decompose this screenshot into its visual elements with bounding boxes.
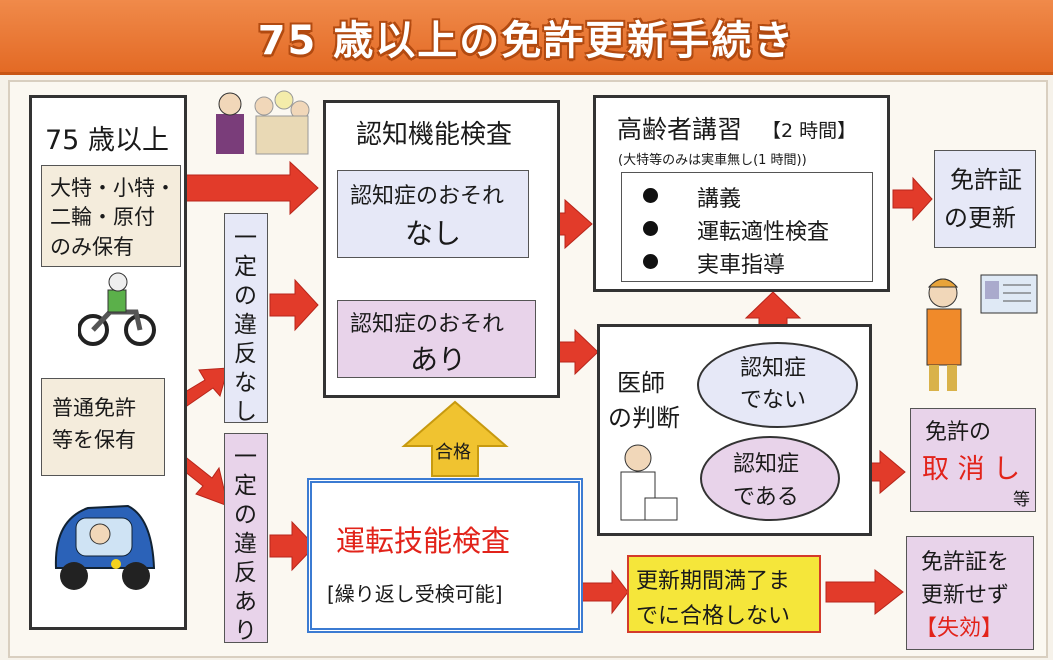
vertical-char: し bbox=[234, 399, 257, 425]
bullet-icon bbox=[643, 188, 658, 203]
dementia-line-2: である bbox=[733, 485, 799, 510]
group-a-line-3: のみ保有 bbox=[50, 235, 134, 259]
arrow-lecture-to-renewal bbox=[892, 176, 933, 222]
vertical-char: 一 bbox=[234, 225, 257, 251]
bullet-icon bbox=[643, 221, 658, 236]
cognitive-test-title: 認知機能検査 bbox=[356, 120, 513, 150]
expire-note-line-1: 更新期間満了ま bbox=[636, 569, 791, 594]
doctor-label-2: の判断 bbox=[608, 404, 680, 432]
lapse-line-3: 【失効】 bbox=[915, 616, 1004, 641]
bullet-icon bbox=[643, 254, 658, 269]
car-driver-illustration bbox=[54, 504, 156, 590]
driving-test-panel bbox=[307, 478, 583, 633]
arrow-violation-some-to-driving-test bbox=[269, 520, 316, 572]
arrow-driving-to-expire bbox=[580, 569, 629, 615]
group-b-box bbox=[41, 378, 165, 476]
lecture-title: 高齢者講習 bbox=[617, 115, 743, 144]
group-a-box bbox=[41, 165, 181, 267]
lecture-item-2: 運転適性検査 bbox=[697, 220, 830, 245]
lapse-line-1: 免許証を bbox=[921, 550, 1010, 575]
driving-test-title: 運転技能検査 bbox=[336, 524, 511, 558]
revoke-suffix: 等 bbox=[1013, 490, 1030, 510]
renewal-line-1: 免許証 bbox=[950, 166, 1022, 194]
lecture-items-box bbox=[621, 172, 873, 282]
vertical-char: 反 bbox=[234, 560, 257, 586]
lecture-item-1: 講義 bbox=[697, 187, 742, 212]
violation-none-box bbox=[224, 213, 268, 423]
renewal-box bbox=[934, 150, 1036, 248]
arrow-violation-none-to-cognitive bbox=[269, 278, 319, 332]
group-b-line-1: 普通免許 bbox=[52, 396, 136, 420]
dementia-line-1: 認知症 bbox=[733, 452, 800, 477]
expire-note-line-2: でに合格しない bbox=[636, 604, 791, 629]
arrow-group-a-to-cognitive bbox=[184, 160, 319, 216]
motorcycle-rider-illustration bbox=[78, 272, 156, 346]
vertical-char: の bbox=[234, 283, 257, 309]
vertical-char: な bbox=[234, 370, 257, 396]
revoke-line-1: 免許の bbox=[925, 420, 992, 445]
pass-arrow bbox=[401, 400, 509, 477]
not-dementia-line-2: でない bbox=[740, 388, 807, 413]
violation-some-box bbox=[224, 433, 268, 643]
not-dementia-line-1: 認知症 bbox=[740, 356, 807, 381]
vertical-char: 違 bbox=[234, 531, 257, 557]
vertical-char: の bbox=[234, 502, 257, 528]
vertical-char: 定 bbox=[234, 473, 257, 499]
result-none-box bbox=[337, 170, 529, 258]
instructor-illustration bbox=[216, 90, 310, 155]
result-some-line-2: あり bbox=[410, 343, 467, 376]
lecture-note: (大特等のみは実車無し(1 時間)) bbox=[618, 153, 807, 168]
vertical-char: 違 bbox=[234, 312, 257, 338]
result-none-line-1: 認知症のおそれ bbox=[350, 184, 505, 209]
result-none-line-2: なし bbox=[405, 217, 462, 250]
arrow-expire-to-lapse bbox=[825, 568, 904, 616]
vertical-char: 反 bbox=[234, 341, 257, 367]
vertical-char: あ bbox=[234, 589, 257, 615]
vertical-char: 一 bbox=[234, 444, 257, 470]
vertical-char: り bbox=[234, 618, 257, 644]
lecture-item-3: 実車指導 bbox=[697, 253, 786, 278]
revoke-line-2: 取 消 し bbox=[922, 454, 1021, 485]
result-some-line-1: 認知症のおそれ bbox=[350, 312, 505, 337]
group-a-line-1: 大特・小特・ bbox=[50, 176, 176, 200]
lapse-line-2: 更新せず bbox=[921, 583, 1010, 608]
group-a-line-2: 二輪・原付 bbox=[50, 205, 155, 229]
group-b-line-2: 等を保有 bbox=[52, 428, 136, 452]
vertical-char: 定 bbox=[234, 254, 257, 280]
lecture-duration: 【2 時間】 bbox=[762, 120, 857, 142]
doctor-label-1: 医師 bbox=[617, 369, 665, 397]
renewal-line-2: の更新 bbox=[944, 204, 1016, 232]
revoke-box bbox=[910, 408, 1036, 512]
result-some-box bbox=[337, 300, 536, 378]
age-75-header: 75 歳以上 bbox=[45, 125, 169, 156]
pass-label: 合格 bbox=[435, 442, 471, 463]
expire-note-box bbox=[627, 555, 821, 633]
lapse-box bbox=[906, 536, 1034, 650]
page-title: 75 歳以上の免許更新手続き bbox=[257, 18, 796, 64]
doctor-illustration bbox=[620, 444, 678, 521]
driving-test-note: [繰り返し受検可能] bbox=[327, 582, 503, 606]
elderly-with-license-illustration bbox=[926, 274, 1038, 391]
title-bar: 75 歳以上の免許更新手続き bbox=[0, 0, 1053, 75]
dementia-bubble bbox=[700, 436, 840, 521]
not-dementia-bubble bbox=[697, 342, 858, 428]
